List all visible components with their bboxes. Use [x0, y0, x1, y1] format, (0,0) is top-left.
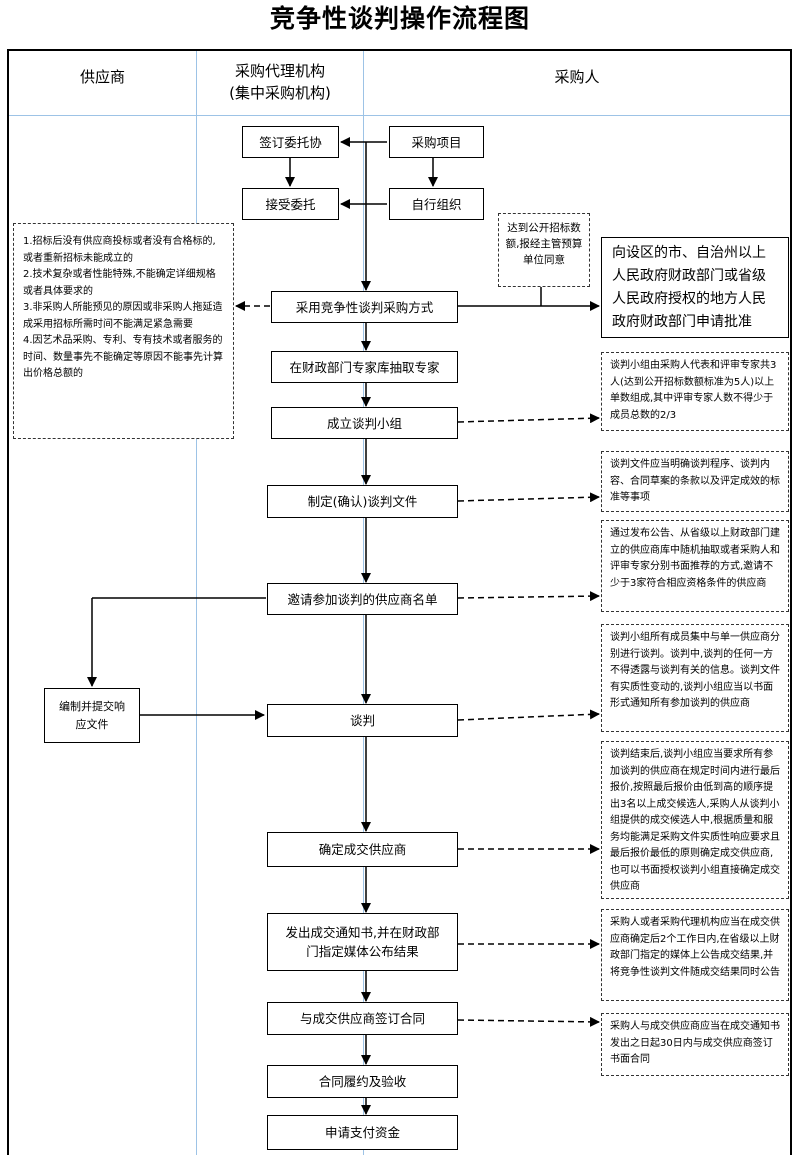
self-organize-box: 自行组织: [389, 188, 484, 220]
conditions-note: 1.招标后没有供应商投标或者没有合格标的,或者重新招标未能成立的 2.技术复杂或…: [13, 223, 234, 439]
make-documents-box: 制定(确认)谈判文件: [267, 485, 458, 518]
form-group-box: 成立谈判小组: [271, 407, 458, 439]
extract-experts-box: 在财政部门专家库抽取专家: [271, 351, 458, 383]
contract-rules-note: 采购人与成交供应商应当在成交通知书发出之日起30日内与成交供应商签订书面合同: [601, 1013, 789, 1076]
group-composition-note: 谈判小组由采购人代表和评审专家共3人(达到公开招标数额标准为5人)以上单数组成,…: [601, 352, 789, 431]
header-divider: [9, 115, 790, 116]
dashed-group-to-note: [457, 413, 600, 424]
lane-header-agency-line1: 采购代理机构: [234, 62, 325, 80]
determine-supplier-box: 确定成交供应商: [267, 832, 458, 867]
invite-suppliers-box: 邀请参加谈判的供应商名单: [267, 583, 458, 615]
diagram-frame: [7, 49, 792, 1155]
condition-item: 4.因艺术品采购、专利、专有技术或者服务的时间、数量事先不能确定等原因不能事先计…: [23, 335, 223, 379]
apply-approval-box: 向设区的市、自治州以上人民政府财政部门或省级人民政府授权的地方人民政府财政部门申…: [601, 237, 789, 338]
perform-accept-box: 合同履约及验收: [267, 1065, 458, 1098]
accept-entrust-box: 接受委托: [242, 188, 339, 220]
issue-notice-box: 发出成交通知书,并在财政部门指定媒体公布结果: [267, 913, 458, 971]
lane-header-agency: 采购代理机构 (集中采购机构): [197, 60, 363, 104]
apply-payment-box: 申请支付资金: [267, 1115, 458, 1150]
page-title: 竞争性谈判操作流程图: [269, 4, 530, 33]
announce-rules-note: 采购人或者采购代理机构应当在成交供应商确定后2个工作日内,在省级以上财政部门指定…: [601, 909, 789, 1001]
dashed-negotiate-to-note: [457, 709, 600, 721]
lane-header-supplier: 供应商: [79, 68, 125, 86]
submit-response-box: 编制并提交响应文件: [44, 688, 140, 743]
sign-contract-box: 与成交供应商签订合同: [267, 1002, 458, 1035]
condition-item: 3.非采购人所能预见的原因或非采购人拖延造成采用招标所需时间不能满足紧急需要: [23, 302, 223, 330]
lane-header-agency-line2: (集中采购机构): [229, 84, 331, 102]
dashed-invite-to-note: [457, 591, 600, 602]
negotiation-rules-note: 谈判小组所有成员集中与单一供应商分别进行谈判。谈判中,谈判的任何一方不得透露与谈…: [601, 624, 789, 732]
invite-method-note: 通过发布公告、从省级以上财政部门建立的供应商库中随机抽取或者采购人和评审专家分别…: [601, 520, 789, 612]
lane-divider-left: [196, 51, 197, 1155]
document-content-note: 谈判文件应当明确谈判程序、谈判内容、合同草案的条款以及评定成效的标准等事项: [601, 451, 789, 512]
condition-item: 1.招标后没有供应商投标或者没有合格标的,或者重新招标未能成立的: [23, 236, 216, 264]
dashed-documents-to-note: [457, 492, 600, 503]
condition-item: 2.技术复杂或者性能特殊,不能确定详细规格或者具体要求的: [23, 269, 216, 297]
purchase-project-box: 采购项目: [389, 126, 484, 158]
lane-header-purchaser: 采购人: [554, 68, 600, 86]
negotiate-box: 谈判: [267, 704, 458, 737]
dashed-contract-to-note: [457, 1016, 600, 1027]
sign-entrust-box: 签订委托协: [242, 126, 339, 158]
adopt-method-box: 采用竞争性谈判采购方式: [271, 291, 458, 323]
determine-rules-note: 谈判结束后,谈判小组应当要求所有参加谈判的供应商在规定时间内进行最后报价,按照最…: [601, 741, 789, 899]
public-threshold-note: 达到公开招标数额,报经主管预算单位同意: [498, 213, 590, 287]
